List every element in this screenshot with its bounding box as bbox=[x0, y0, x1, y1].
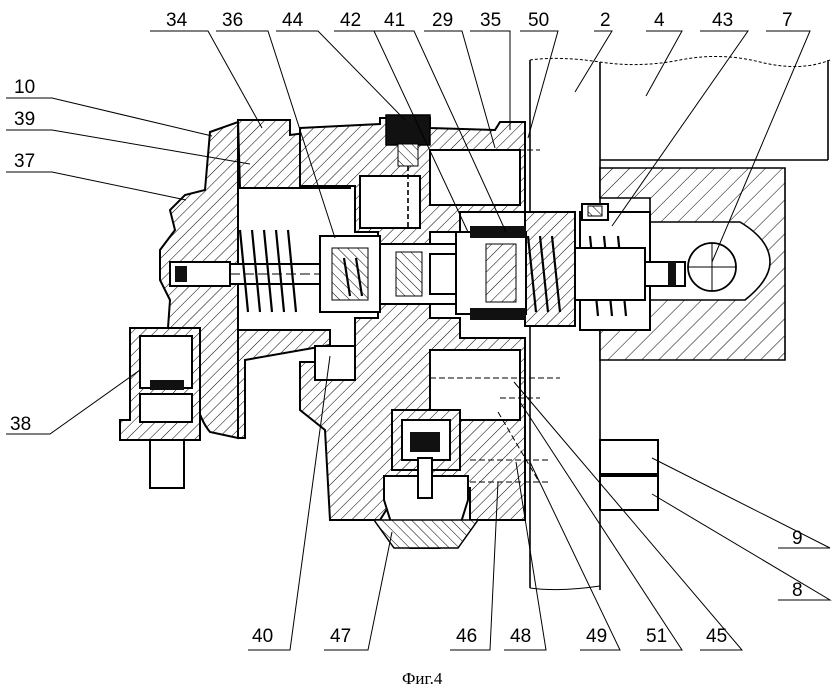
label-34: 34 bbox=[166, 10, 188, 31]
label-46: 46 bbox=[456, 626, 477, 647]
label-47: 47 bbox=[330, 626, 351, 647]
main-housing bbox=[159, 117, 651, 521]
valve-38 bbox=[119, 327, 201, 489]
leader-lines bbox=[6, 30, 832, 651]
label-45: 45 bbox=[706, 626, 727, 647]
ball-joint bbox=[574, 242, 737, 301]
channels bbox=[430, 149, 560, 483]
label-10: 10 bbox=[14, 77, 35, 98]
label-49: 49 bbox=[586, 626, 607, 647]
label-38: 38 bbox=[10, 414, 31, 435]
label-41: 41 bbox=[384, 10, 405, 31]
label-4: 4 bbox=[654, 10, 665, 31]
label-37: 37 bbox=[14, 151, 35, 172]
label-50: 50 bbox=[528, 10, 549, 31]
label-44: 44 bbox=[282, 10, 304, 31]
label-35: 35 bbox=[480, 10, 501, 31]
mounting-frame bbox=[529, 55, 831, 591]
label-48: 48 bbox=[510, 626, 531, 647]
valve-47 bbox=[372, 409, 480, 549]
label-51: 51 bbox=[646, 626, 667, 647]
label-43: 43 bbox=[712, 10, 733, 31]
label-7: 7 bbox=[782, 10, 793, 31]
label-39: 39 bbox=[14, 109, 35, 130]
label-36: 36 bbox=[222, 10, 243, 31]
label-40: 40 bbox=[252, 626, 273, 647]
label-2: 2 bbox=[600, 10, 611, 31]
label-29: 29 bbox=[432, 10, 453, 31]
figure-caption: Фиг.4 bbox=[402, 669, 443, 688]
top-plug bbox=[385, 114, 431, 230]
shaft-assembly bbox=[169, 226, 527, 320]
label-9: 9 bbox=[792, 528, 803, 549]
label-42: 42 bbox=[340, 10, 361, 31]
label-8: 8 bbox=[792, 580, 803, 601]
reference-numerals: 34 36 44 42 41 29 35 50 2 4 43 7 10 39 3… bbox=[10, 10, 803, 647]
